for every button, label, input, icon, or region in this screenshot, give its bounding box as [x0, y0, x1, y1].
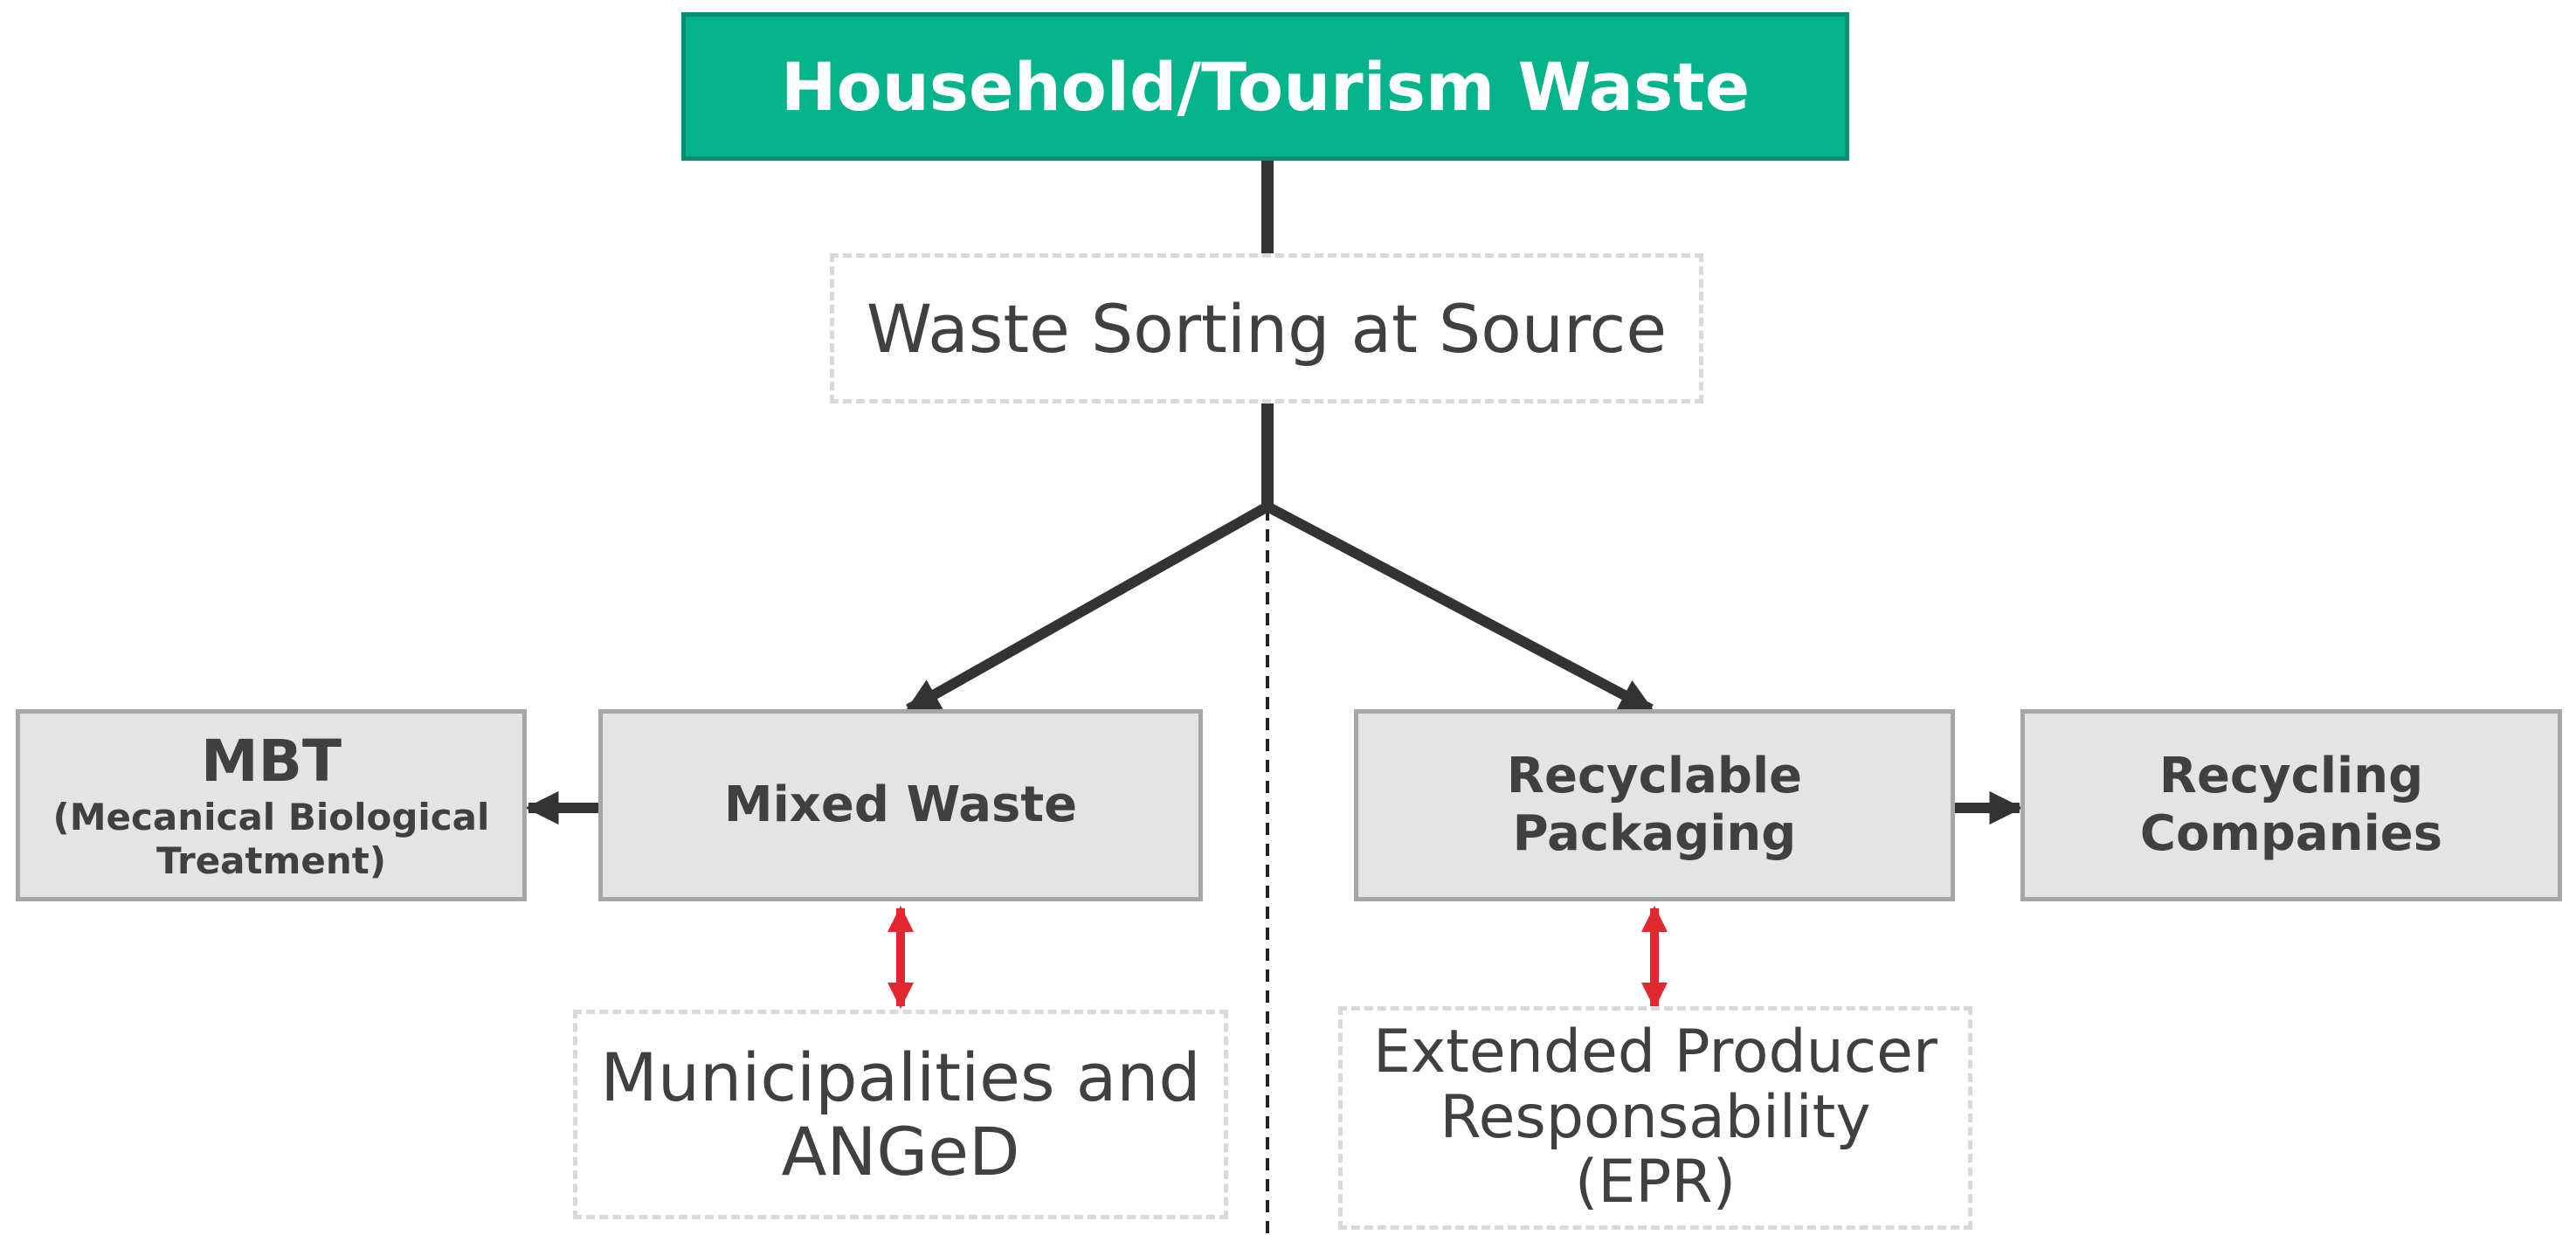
epr-line2: Responsability	[1440, 1082, 1871, 1152]
recyclable-packaging-box: Recyclable Packaging	[1354, 709, 1955, 901]
mbt-subtitle-line2: Treatment)	[155, 838, 387, 882]
waste-sorting-label: Waste Sorting at Source	[866, 289, 1668, 368]
municipalities-line1: Municipalities and	[600, 1038, 1201, 1116]
recycling-companies-box: Recycling Companies	[2020, 709, 2562, 901]
household-tourism-waste-label: Household/Tourism Waste	[780, 47, 1751, 126]
mixed-waste-label: Mixed Waste	[723, 776, 1078, 833]
municipalities-box: Municipalities and ANGeD	[573, 1010, 1228, 1219]
municipalities-line2: ANGeD	[781, 1113, 1020, 1190]
mbt-box: MBT (Mecanical Biological Treatment)	[16, 709, 527, 901]
mbt-title: MBT	[200, 727, 342, 795]
epr-line1: Extended Producer	[1373, 1017, 1937, 1087]
arrow-to-recyclable-packaging	[1265, 501, 1654, 714]
arrow-to-mixed-waste	[905, 501, 1270, 714]
waste-sorting-box: Waste Sorting at Source	[830, 253, 1703, 404]
epr-box: Extended Producer Responsability (EPR)	[1338, 1006, 1972, 1230]
mbt-subtitle-line1: (Mecanical Biological	[52, 795, 490, 838]
epr-line3: (EPR)	[1574, 1148, 1737, 1218]
household-tourism-waste-box: Household/Tourism Waste	[681, 12, 1849, 161]
recyclable-packaging-line1: Recyclable	[1506, 747, 1803, 804]
mixed-waste-box: Mixed Waste	[598, 709, 1203, 901]
recycling-companies-line1: Recycling	[2158, 747, 2424, 804]
recycling-companies-line2: Companies	[2139, 805, 2443, 862]
recyclable-packaging-line2: Packaging	[1512, 805, 1797, 862]
